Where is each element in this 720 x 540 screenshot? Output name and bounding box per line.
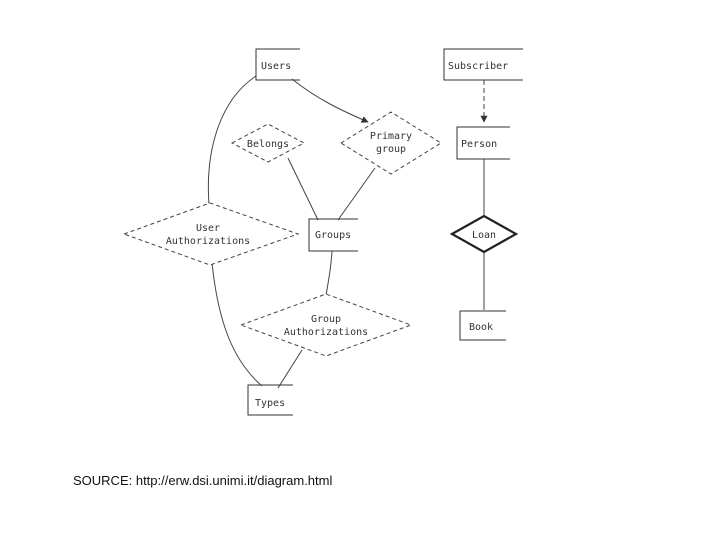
entity-types-box: [247, 384, 293, 416]
edge-groups-group-authorizations: [325, 250, 333, 297]
edge-users-primary-group: [291, 78, 369, 123]
edge-user-authorizations-types: [211, 262, 263, 387]
relationship-user-authorizations-label-line1: User: [196, 223, 220, 234]
relationship-group-authorizations-label-line1: Group: [311, 314, 341, 325]
relationship-group-authorizations-label-line2: Authorizations: [284, 327, 368, 338]
entity-book-box: [459, 310, 506, 341]
relationship-group-authorizations-diamond: [239, 293, 413, 357]
relationship-loan-diamond: [449, 214, 519, 254]
relationship-user-authorizations-diamond: [122, 202, 300, 266]
relationship-primary-group-label-line2: group: [376, 144, 406, 155]
entity-groups-box: [308, 218, 358, 252]
edge-users-user-authorizations: [207, 75, 257, 206]
edge-primary-group-groups: [337, 167, 376, 221]
relationship-primary-group-label-line1: Primary: [370, 131, 412, 142]
relationship-belongs-diamond: [230, 123, 306, 163]
entity-subscriber-label: Subscriber: [448, 61, 508, 72]
entity-users-label: Users: [261, 61, 291, 72]
edge-belongs-groups: [287, 157, 319, 221]
relationship-belongs-label: Belongs: [247, 139, 289, 150]
entity-groups-label: Groups: [315, 230, 351, 241]
entity-person-label: Person: [461, 139, 497, 150]
relationship-loan-label: Loan: [472, 230, 496, 241]
entity-person-box: [456, 126, 510, 160]
relationship-user-authorizations-label-line2: Authorizations: [166, 236, 250, 247]
relationship-primary-group-diamond: [340, 111, 442, 175]
entity-subscriber-box: [443, 48, 523, 81]
source-caption: SOURCE: http://erw.dsi.unimi.it/diagram.…: [73, 473, 333, 488]
entity-book-label: Book: [469, 322, 493, 333]
entity-types-label: Types: [255, 398, 285, 409]
entity-users-box: [255, 48, 300, 81]
edge-group-authorizations-types: [277, 349, 303, 389]
